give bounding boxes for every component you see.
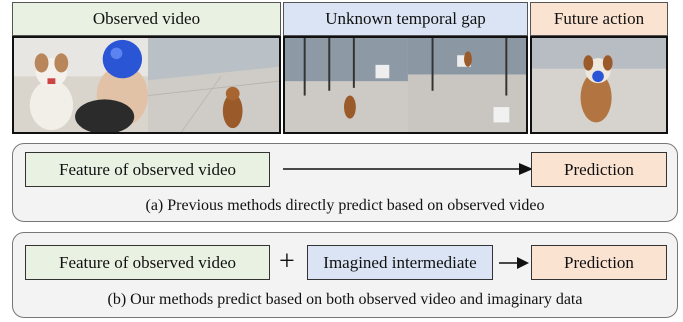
caption-b: (b) Our methods predict based on both ob…: [107, 291, 583, 308]
feature-observed-box: Feature of observed video: [25, 152, 270, 187]
imagined-intermediate-box: Imagined intermediate: [307, 245, 493, 280]
observed-video-frames: [12, 36, 281, 134]
panel-our-methods: Feature of observed video + Imagined int…: [12, 232, 678, 318]
prediction-box-a: Prediction: [531, 152, 667, 187]
prediction-box-b: Prediction: [531, 245, 667, 280]
panel-previous-methods: Feature of observed video Prediction (a)…: [12, 143, 678, 222]
future-action-frame: [530, 36, 668, 134]
feature-observed-box-b: Feature of observed video: [25, 245, 270, 280]
future-action-header: Future action: [530, 2, 668, 36]
arrow-combined: [499, 257, 529, 269]
unknown-temporal-gap-header: Unknown temporal gap: [283, 2, 528, 36]
arrow-direct: [283, 163, 533, 175]
plus-sign: +: [279, 246, 295, 277]
intermediate-frames: [283, 36, 528, 134]
observed-video-header: Observed video: [12, 2, 281, 36]
caption-a: (a) Previous methods directly predict ba…: [145, 197, 545, 214]
